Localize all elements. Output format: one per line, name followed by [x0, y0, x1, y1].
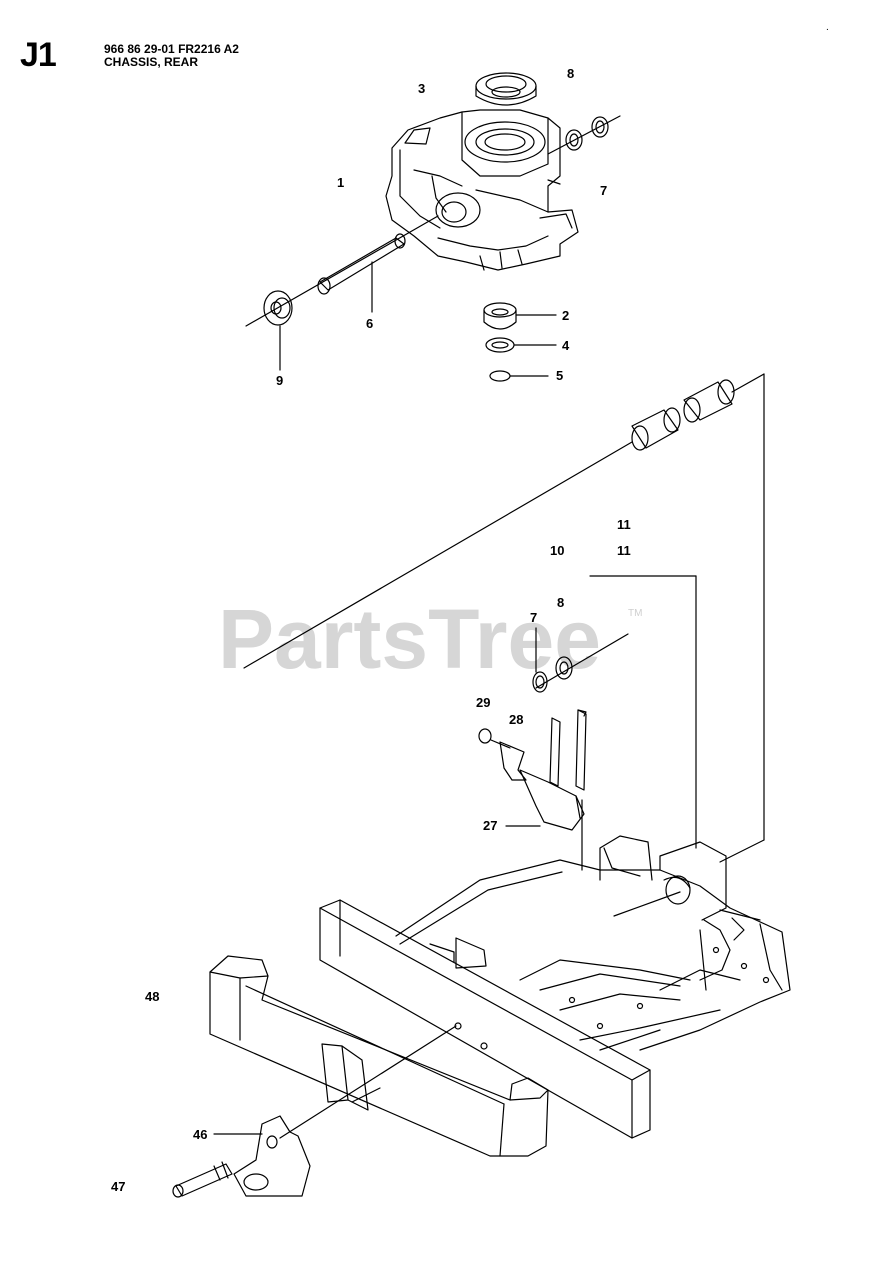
document-number: 966 86 29-01 FR2216 A2 — [104, 42, 239, 56]
callout-6: 6 — [366, 316, 373, 331]
callout-46: 46 — [193, 1127, 207, 1142]
shaft-rings-right — [547, 115, 621, 155]
callout-10: 10 — [550, 543, 564, 558]
page-code: J1 — [20, 36, 57, 74]
callout-3: 3 — [418, 81, 425, 96]
callout-27: 27 — [483, 818, 497, 833]
callout-29: 29 — [476, 695, 490, 710]
watermark-tm: TM — [628, 608, 642, 619]
callout-11-upper: 11 — [617, 517, 631, 532]
corner-dot: . — [826, 22, 829, 33]
diagram-title: CHASSIS, REAR — [104, 55, 199, 69]
spacer-bushings — [243, 373, 765, 863]
rear-chassis-frame — [319, 835, 791, 1139]
mounting-bracket — [478, 709, 587, 871]
callout-8: 8 — [567, 66, 574, 81]
callout-28: 28 — [509, 712, 523, 727]
callout-5: 5 — [556, 368, 563, 383]
callout-labels: 1 2 3 4 5 6 7 8 9 10 11 11 7 8 27 28 29 … — [111, 66, 631, 1194]
callout-8-middle: 8 — [557, 595, 564, 610]
callout-9: 9 — [276, 373, 283, 388]
callout-4: 4 — [562, 338, 570, 353]
flange-bushing — [263, 290, 293, 371]
rear-bumper — [209, 955, 549, 1157]
hitch-bracket — [172, 1025, 457, 1198]
retaining-ring — [489, 370, 549, 382]
callout-48: 48 — [145, 989, 159, 1004]
gearbox-housing — [385, 109, 579, 271]
bearing — [483, 302, 557, 330]
oil-seal-top — [475, 72, 537, 106]
callout-2: 2 — [562, 308, 569, 323]
callout-7: 7 — [600, 183, 607, 198]
callout-11-lower: 11 — [617, 543, 631, 558]
pivot-shaft — [245, 215, 439, 327]
callout-7-middle: 7 — [530, 610, 537, 625]
callout-1: 1 — [337, 175, 344, 190]
callout-47: 47 — [111, 1179, 125, 1194]
spring-washer — [485, 337, 557, 353]
watermark-text: PartsTree — [218, 592, 601, 686]
shaft-rings-middle — [532, 627, 629, 693]
